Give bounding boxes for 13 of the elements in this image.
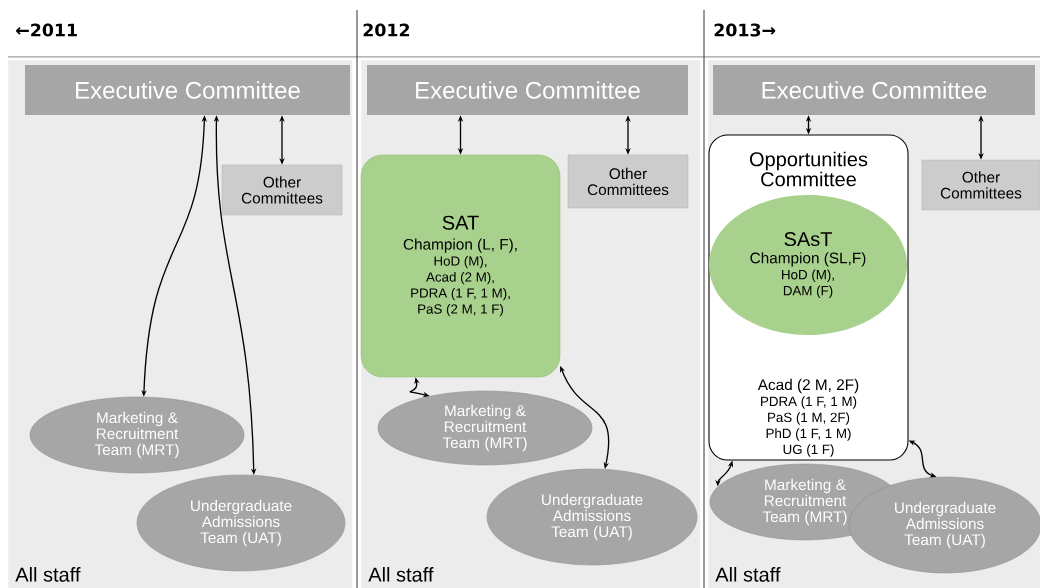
committee-box: Executive Committee: [713, 65, 1035, 115]
year-heading: 2012: [363, 23, 409, 37]
panel-label: All staff: [368, 567, 434, 582]
year-heading: 2013→: [714, 23, 776, 37]
panel-label: All staff: [715, 567, 781, 582]
committee-box: Other Committees: [567, 154, 689, 209]
committee-box: Executive Committee: [367, 65, 688, 115]
panel-label: All staff: [15, 567, 81, 582]
team-box: SAT Champion (L, F), HoD (M), Acad (2 M), PDRA (1 F, 1 M), PaS (2 M, 1 F): [360, 154, 561, 378]
committee-box: Other Committees: [221, 164, 343, 216]
committee-box: Other Committees: [921, 159, 1040, 211]
committee-box: Executive Committee: [25, 65, 350, 115]
year-heading: ←2011: [16, 23, 77, 37]
